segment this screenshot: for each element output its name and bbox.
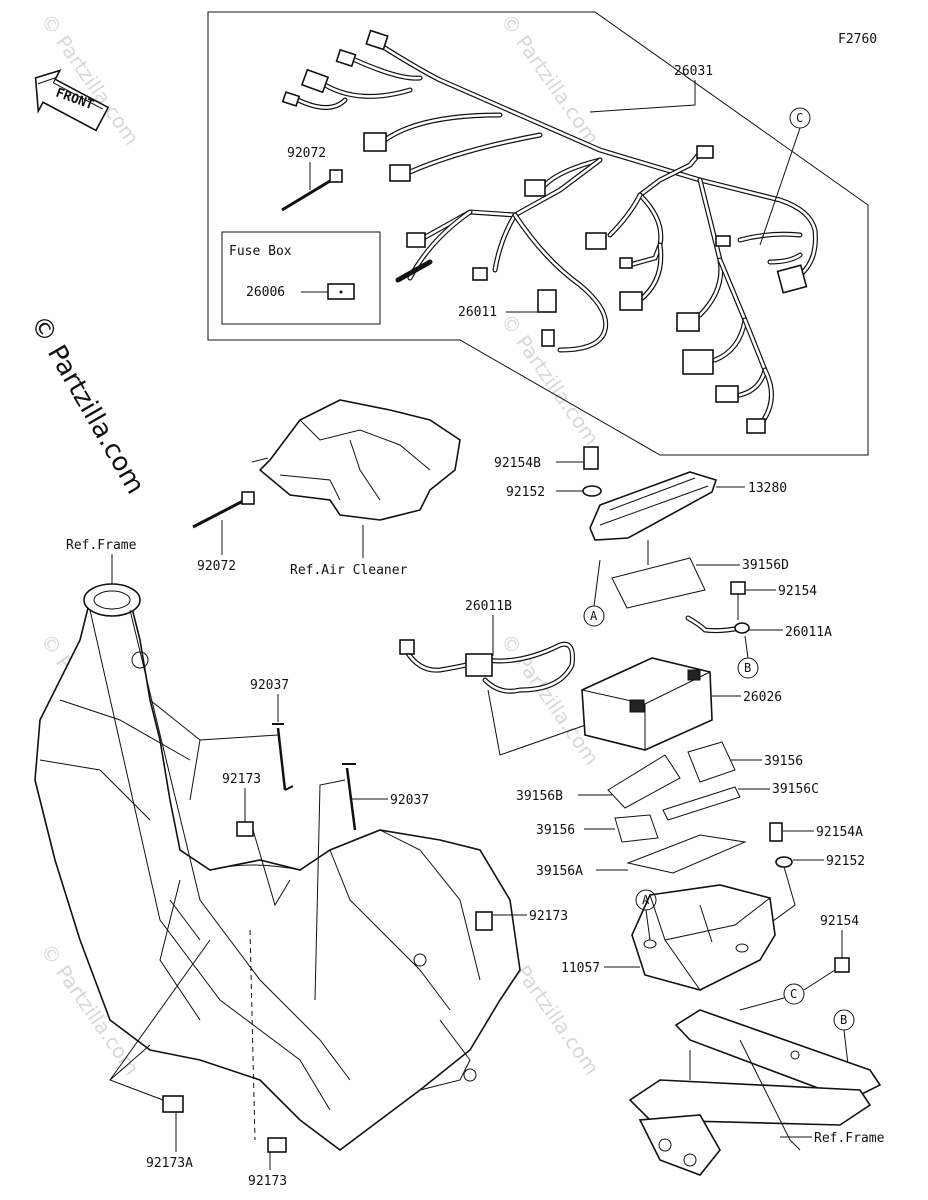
label-92152-top: 92152 xyxy=(506,485,545,500)
label-ref-frame-top: Ref.Frame xyxy=(66,538,137,553)
label-39156c: 39156C xyxy=(772,782,819,797)
cable-26011a xyxy=(685,615,750,634)
pad-39156c xyxy=(662,786,741,821)
label-92173-a: 92173 xyxy=(222,772,261,787)
bolt-92154b-icon xyxy=(583,446,599,470)
label-92072-top: 92072 xyxy=(287,146,326,161)
washer-92152-top-icon xyxy=(582,485,602,497)
label-92037-a: 92037 xyxy=(250,678,289,693)
fuse-box-inset xyxy=(221,231,381,325)
cable-tie-92072-top xyxy=(281,169,343,212)
cable-tie-92037-a xyxy=(272,723,294,791)
callout-c-low-label: C xyxy=(790,987,797,1001)
label-92173-c: 92173 xyxy=(248,1174,287,1189)
label-26011: 26011 xyxy=(458,305,497,320)
label-92173a: 92173A xyxy=(146,1156,193,1171)
battery-26026 xyxy=(581,657,713,751)
callout-b-low-label: B xyxy=(840,1013,847,1027)
clip-92173-c-icon xyxy=(267,1137,287,1153)
pad-39156b xyxy=(607,754,681,809)
label-92154-low: 92154 xyxy=(820,914,859,929)
cable-26011b xyxy=(399,639,575,694)
bolt-92154a-icon xyxy=(769,822,783,842)
label-92154-mid: 92154 xyxy=(778,584,817,599)
callout-c-low xyxy=(783,983,805,1005)
rear-frame-ref xyxy=(628,1009,882,1176)
cable-tie-92072-mid xyxy=(192,491,255,529)
label-39156b: 39156B xyxy=(516,789,563,804)
label-26026: 26026 xyxy=(743,690,782,705)
harness-outline xyxy=(207,11,869,456)
washer-92152-low-icon xyxy=(775,856,793,868)
bracket-13280 xyxy=(589,471,718,541)
label-92154b: 92154B xyxy=(494,456,541,471)
fuse-box-part-label: 26006 xyxy=(246,285,285,300)
pad-39156a xyxy=(626,834,747,874)
label-ref-air-cleaner: Ref.Air Cleaner xyxy=(290,563,408,578)
pad-39156d xyxy=(611,557,706,609)
label-11057: 11057 xyxy=(561,961,600,976)
clip-92173-b-icon xyxy=(475,911,493,931)
label-39156-a: 39156 xyxy=(764,754,803,769)
bolt-92154-mid-icon xyxy=(730,581,746,595)
callout-b-top-label: B xyxy=(744,661,751,675)
battery-case-11057 xyxy=(631,884,776,991)
label-39156d: 39156D xyxy=(742,558,789,573)
front-arrow-icon xyxy=(34,69,110,132)
clip-92173a-icon xyxy=(162,1095,184,1113)
side-watermark: © Partzilla.com xyxy=(24,311,150,500)
diagram-id: F2760 xyxy=(838,32,877,47)
label-ref-frame-bottom: Ref.Frame xyxy=(814,1131,885,1146)
clip-92173-a-icon xyxy=(236,821,254,837)
label-13280: 13280 xyxy=(748,481,787,496)
label-26011b: 26011B xyxy=(465,599,512,614)
label-92072-mid: 92072 xyxy=(197,559,236,574)
fuse-box-title: Fuse Box xyxy=(229,244,292,259)
label-26031: 26031 xyxy=(674,64,713,79)
main-frame-ref xyxy=(34,583,521,1151)
bolt-92154-low-icon xyxy=(834,957,850,973)
callout-c-top-label: C xyxy=(796,111,803,125)
label-92037-b: 92037 xyxy=(390,793,429,808)
label-26011a: 26011A xyxy=(785,625,832,640)
callout-a-low-label: A xyxy=(642,893,650,907)
label-39156a: 39156A xyxy=(536,864,583,879)
label-39156-b: 39156 xyxy=(536,823,575,838)
pad-39156-b xyxy=(614,814,659,843)
label-92154a: 92154A xyxy=(816,825,863,840)
label-92152-low: 92152 xyxy=(826,854,865,869)
label-92173-b: 92173 xyxy=(529,909,568,924)
callout-a-top-label: A xyxy=(590,609,598,623)
harness-connectors xyxy=(281,29,808,434)
pad-39156-a xyxy=(687,741,736,783)
air-cleaner-ref xyxy=(251,399,461,521)
cable-tie-92037-b xyxy=(342,763,357,831)
